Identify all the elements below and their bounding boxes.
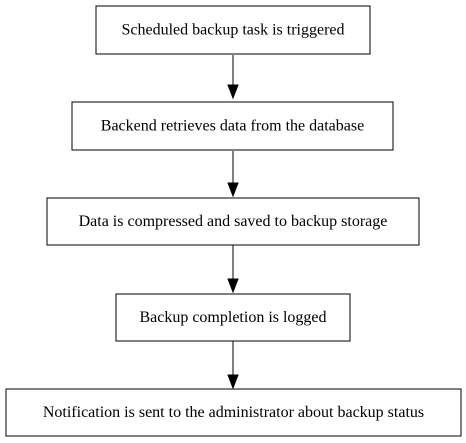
node-label: Backend retrieves data from the database (101, 118, 364, 135)
node-label: Scheduled backup task is triggered (121, 22, 344, 39)
arrowhead-icon (227, 374, 239, 390)
node-backup-completion-logged: Backup completion is logged (115, 293, 351, 342)
node-label: Data is compressed and saved to backup s… (79, 213, 388, 230)
arrowhead-icon (227, 182, 239, 198)
edge-scheduled-to-retrieve (227, 55, 239, 100)
edge-logged-to-notify (227, 341, 239, 390)
arrowhead-icon (227, 84, 239, 100)
edge-compress-to-logged (227, 245, 239, 294)
edge-retrieve-to-compress (227, 151, 239, 198)
node-label: Notification is sent to the administrato… (43, 404, 424, 421)
node-scheduled-backup-triggered: Scheduled backup task is triggered (95, 5, 371, 55)
node-label: Backup completion is logged (139, 309, 326, 326)
arrowhead-icon (227, 278, 239, 294)
node-notification-sent: Notification is sent to the administrato… (5, 388, 462, 437)
node-backend-retrieves-data: Backend retrieves data from the database (71, 101, 394, 151)
node-data-compressed-saved: Data is compressed and saved to backup s… (46, 197, 420, 246)
